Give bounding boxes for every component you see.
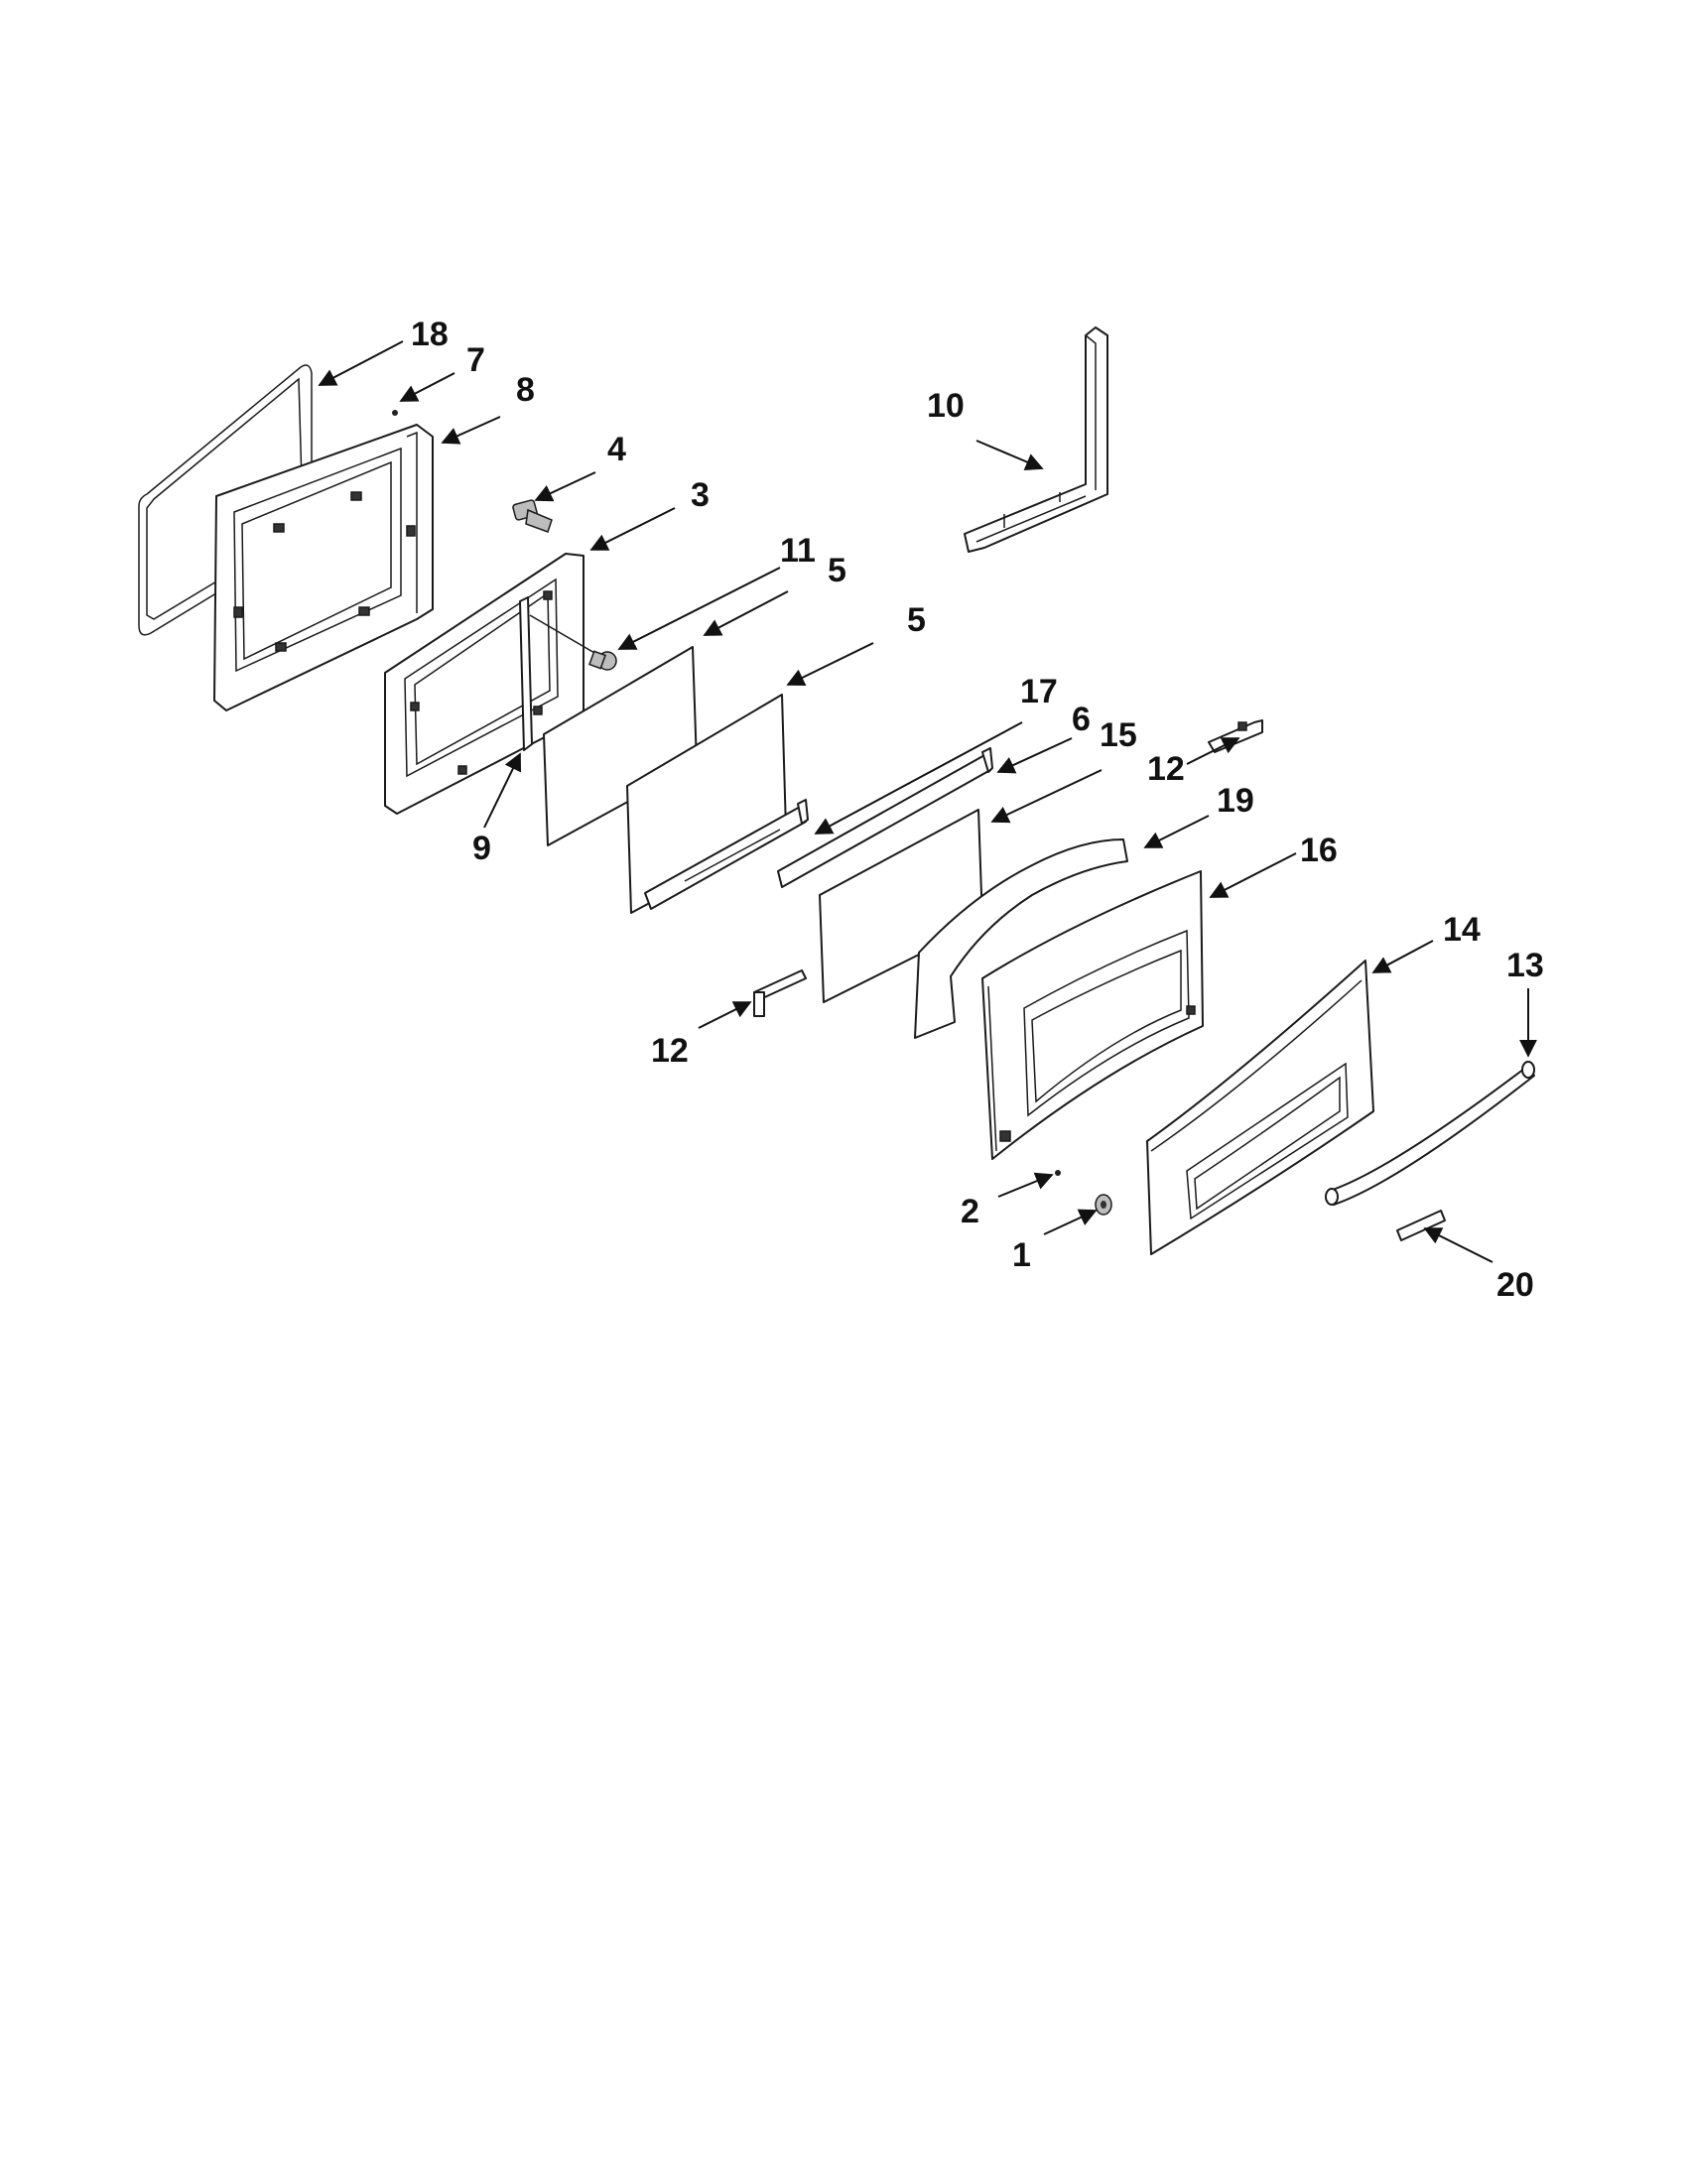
callout-14: 14 [1443, 911, 1481, 949]
callout-4: 4 [607, 431, 626, 468]
part-20-trim [1396, 1210, 1446, 1241]
part-11-bolt [529, 614, 617, 671]
callout-9: 9 [472, 830, 491, 867]
part-10-bracket [964, 326, 1108, 553]
part-19-insulation [914, 838, 1128, 1039]
callout-11: 11 [780, 532, 816, 570]
callout-5-lower: 5 [907, 601, 926, 639]
callout-17: 17 [1020, 673, 1058, 710]
callout-6: 6 [1072, 701, 1091, 738]
part-6-strip [777, 747, 993, 888]
callout-5-upper: 5 [828, 552, 846, 589]
part-13-handle [1325, 1061, 1535, 1206]
callout-7: 7 [466, 341, 485, 379]
part-12-clip-upper [1208, 719, 1263, 753]
part-16-door-panel [981, 870, 1204, 1160]
part-1-nut [1095, 1194, 1112, 1216]
part-2-dot [1055, 1170, 1061, 1176]
part-8-inner-door-frame [213, 424, 434, 711]
callout-2: 2 [961, 1193, 979, 1230]
part-12-clip-lower [753, 969, 807, 1017]
callout-16: 16 [1300, 832, 1338, 869]
callout-8: 8 [516, 371, 535, 409]
part-17-bracket [644, 799, 809, 910]
part-14-outer-door-panel [1146, 960, 1374, 1255]
callout-13: 13 [1506, 947, 1544, 984]
callout-numbers: 18 7 8 4 3 11 5 5 9 10 17 6 15 12 19 16 … [411, 316, 1544, 1304]
callout-19: 19 [1217, 782, 1254, 820]
callout-15: 15 [1100, 716, 1137, 754]
callout-18: 18 [411, 316, 449, 353]
callout-12-lower: 12 [651, 1032, 689, 1070]
part-4-screw [512, 499, 553, 533]
leader-lines [318, 340, 1537, 1263]
callout-12-upper: 12 [1147, 750, 1185, 788]
part-7-dot [392, 410, 398, 416]
callout-1: 1 [1012, 1236, 1031, 1274]
callout-10: 10 [927, 387, 965, 425]
callout-20: 20 [1496, 1266, 1534, 1304]
callout-3: 3 [691, 476, 710, 514]
part-9-strip [519, 596, 533, 751]
